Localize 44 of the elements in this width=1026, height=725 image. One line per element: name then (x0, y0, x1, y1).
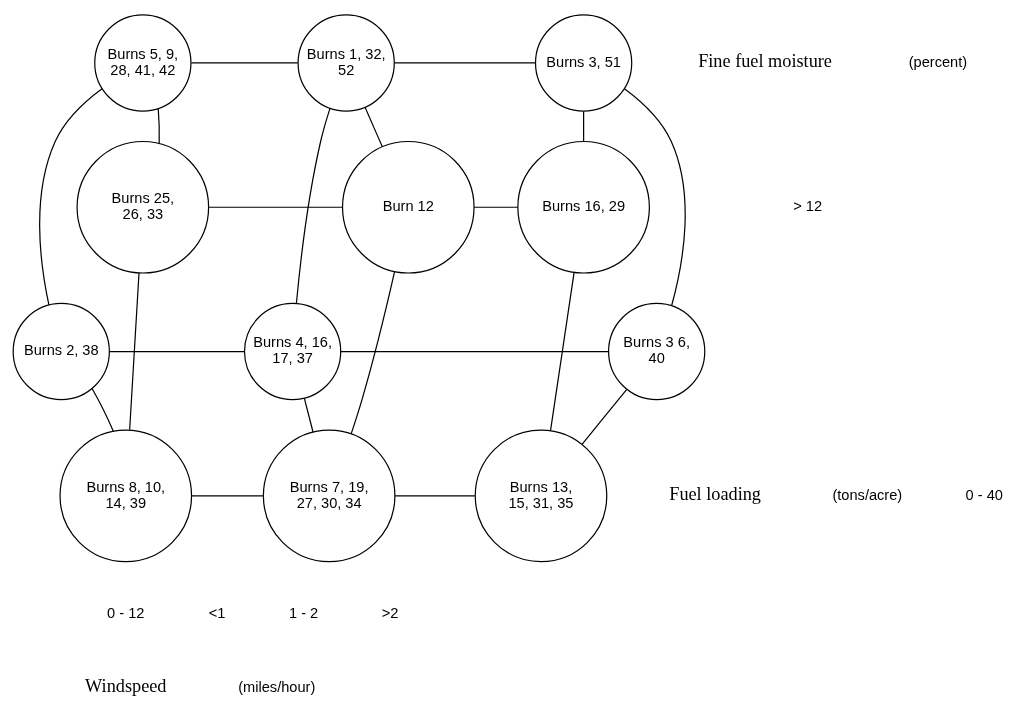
connector (473, 206, 519, 208)
connector (581, 389, 628, 445)
connector (191, 495, 264, 497)
node-circle: Burns 16, 29 (517, 140, 650, 274)
connector (208, 206, 343, 208)
label: Windspeed (85, 676, 167, 697)
label: Fuel loading (669, 484, 761, 505)
label: > 12 (793, 198, 823, 215)
label: (percent) (908, 53, 968, 70)
connector (91, 387, 114, 432)
connector (393, 62, 536, 64)
connector (303, 397, 314, 433)
label: (miles/hour) (238, 678, 316, 695)
connector (109, 350, 245, 353)
node-circle: Burns 5, 9, 28, 41, 42 (94, 14, 192, 112)
label: (tons/acre) (832, 486, 903, 503)
connector (350, 271, 396, 435)
connector (295, 107, 331, 305)
node-circle: Burns 4, 16, 17, 37 (243, 302, 342, 401)
connector (549, 271, 575, 432)
connector (129, 272, 140, 431)
node-circle: Burns 25, 26, 33 (76, 140, 210, 274)
node-circle: Burns 8, 10, 14, 39 (59, 429, 193, 563)
connector (394, 495, 476, 497)
node-circle: Burn 12 (341, 140, 475, 274)
label: <1 (208, 604, 226, 621)
connector (340, 350, 610, 353)
label: 0 - 12 (107, 604, 145, 621)
label: 1 - 2 (288, 604, 319, 621)
connector (583, 110, 585, 142)
connector (157, 108, 160, 145)
label: Fine fuel moisture (698, 51, 832, 72)
node-circle: Burns 2, 38 (12, 302, 110, 401)
label: >2 (381, 604, 399, 621)
node-circle: Burns 3 6, 40 (607, 302, 706, 401)
node-circle: Burns 1, 32, 52 (297, 14, 395, 112)
connector (190, 62, 299, 64)
connector (364, 106, 383, 148)
connector (39, 88, 103, 306)
node-circle: Burns 3, 51 (534, 14, 633, 112)
node-circle: Burns 13, 15, 31, 35 (474, 429, 608, 563)
label: 0 - 40 (965, 486, 1003, 503)
node-circle: Burns 7, 19, 27, 30, 34 (262, 429, 396, 563)
connector (623, 88, 686, 307)
